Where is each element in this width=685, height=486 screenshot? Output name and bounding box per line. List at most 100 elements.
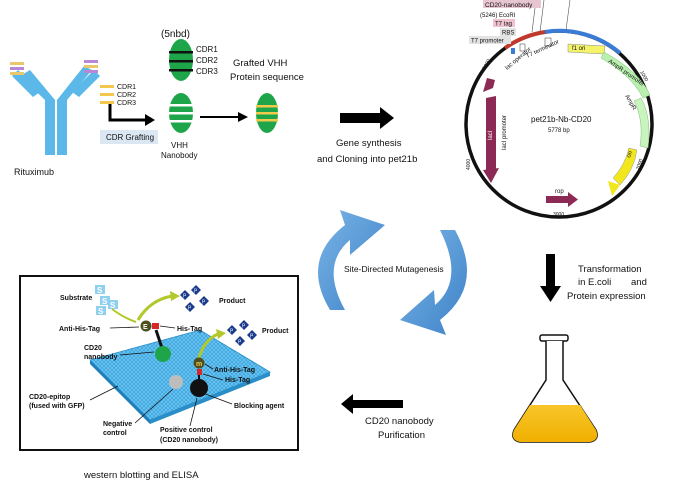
plasmid-name: pet21b-Nb-CD20 [531,115,592,124]
purification-line1: CD20 nanobody [365,416,434,427]
assay-negative-line2: control [103,430,127,437]
plasmid-size: 5778 bp [548,128,570,134]
his-tag-1-icon [152,323,159,329]
reaction-arrowhead-2 [216,329,226,339]
plasmid-t7tag-box [493,19,515,27]
plasmid-ori: ori [626,150,634,158]
plasmid-top-label-4: RBS [502,31,514,37]
purification-line2: Purification [378,430,425,441]
svg-text:S: S [102,297,108,306]
elisa-plate-edge-left [90,360,150,424]
assay-anti-his-tag-2: Anti-His-Tag [214,367,255,374]
expression-line1: Transformation [578,264,642,275]
flask-icon [512,334,598,443]
grafted-vhh-icon [256,93,278,133]
expression-line3: and [631,277,647,288]
assay-negative-line1: Negative [103,421,132,428]
reaction-arrow-1 [136,294,173,321]
svg-text:S: S [97,286,103,295]
grafting-arrow [108,104,145,122]
assay-epitop-line1: CD20-epitop [29,394,70,401]
rituximab-label: Rituximub [14,167,54,177]
caption: western blotting and ELISA [83,470,199,481]
cd20-nanobody-pointer [119,351,155,356]
reaction-arrow-2 [197,332,219,359]
blocking-pointer [199,391,233,405]
plasmid-f1-ori: f1 ori [572,46,585,52]
anti-his-tag-1-pointer [109,326,140,329]
cdr-grafting-box [100,130,158,144]
anti-his-tag-2-pointer [204,363,214,370]
positive-control-icon [190,379,208,397]
vhh-label-line1: VHH [171,141,188,150]
his-tag-2-pointer [202,373,224,381]
expression-arrowhead [540,286,561,302]
assay-product-label-1: Product [219,298,246,305]
cdr3-label: CDR3 [117,100,136,107]
negative-pointer [134,388,174,424]
assay-positive-line1: Positive control [160,427,213,434]
svg-text:S: S [98,307,104,316]
svg-text:S: S [110,301,116,310]
his-tag-1-pointer [159,325,176,329]
svg-text:P: P [250,334,254,340]
substrate-icons: S S S S [95,285,118,316]
assay-his-tag-1: His-Tag [177,326,202,333]
svg-text:P: P [238,340,242,346]
plasmid-tick-4000: 4000 [466,159,472,170]
product-icons-1: P P P P [180,285,209,312]
product-icons-2: P P P P [227,320,257,346]
plasmid-tick-1000: 1000 [638,70,649,83]
grafted-label-line2: Protein sequence [230,72,304,83]
nanobody-5nbd-title: (5nbd) [161,29,190,40]
substrate-flow-arrow [111,308,137,323]
cdr-grafting-label: CDR Grafting [106,133,154,142]
assay-his-tag-2: His-Tag [225,377,250,384]
enzyme-e-icon [140,320,152,332]
plasmid-top-label-1: CD20-nanobody [485,2,533,9]
plasmid-t7promoter-box [469,36,511,44]
grafted-label-line1: Grafted VHH [233,58,288,69]
assay-cd20-line1: CD20 [84,345,102,352]
mutagenesis-cycle-icon [318,210,467,335]
assay-blocking-agent: Blocking agent [234,403,285,410]
enzyme-e-glyph: E [143,324,148,331]
svg-text:P: P [202,300,206,306]
synthesis-line1: Gene synthesis [336,138,402,149]
nanobody-linker [154,329,164,349]
svg-text:P: P [188,306,192,312]
elisa-plate-edge-right [150,372,270,424]
plasmid-map [464,0,654,219]
assay-product-label-2: Product [262,328,289,335]
plasmid-tick-3000: 3000 [553,212,564,218]
assay-cd20-line2: nanobody [84,354,118,361]
grafting-arrowhead [145,114,155,126]
reaction-arrowhead-1 [170,291,180,301]
purification-arrow [341,394,403,414]
plasmid-laci: lacI [488,130,494,140]
cdr1-label: CDR1 [117,84,136,91]
svg-text:P: P [242,324,246,330]
plasmid-rbs-box [500,28,516,36]
assay-anti-his-tag-1: Anti-His-Tag [59,326,100,333]
negative-control-icon [169,375,183,389]
synthesis-arrow [340,107,394,129]
expression-arrow [546,254,555,288]
antibody-cdr-group: CDR1 CDR2 CDR3 [100,84,136,107]
plasmid-top-label-5: T7 promoter [471,39,504,45]
assay-positive-line2: (CD20 nanobody) [160,437,218,444]
positive-pointer [189,397,198,427]
cd20-nanobody-icon [155,346,171,362]
synthesis-line2: and Cloning into pet21b [317,154,417,165]
plasmid-laci-promoter: lacI promoter [502,115,508,150]
svg-text:P: P [183,294,187,300]
enzyme-m-icon [193,357,205,369]
svg-text:P: P [194,289,198,295]
plasmid-tick-2000: 2000 [635,158,645,171]
nanobody-5nbd-icon [169,39,193,81]
plasmid-tick-5000: 5000 [482,58,493,71]
plasmid-top-label-2: (5246) EcoRI [480,13,516,19]
svg-text:P: P [230,329,234,335]
his-tag-2-icon [197,369,202,375]
